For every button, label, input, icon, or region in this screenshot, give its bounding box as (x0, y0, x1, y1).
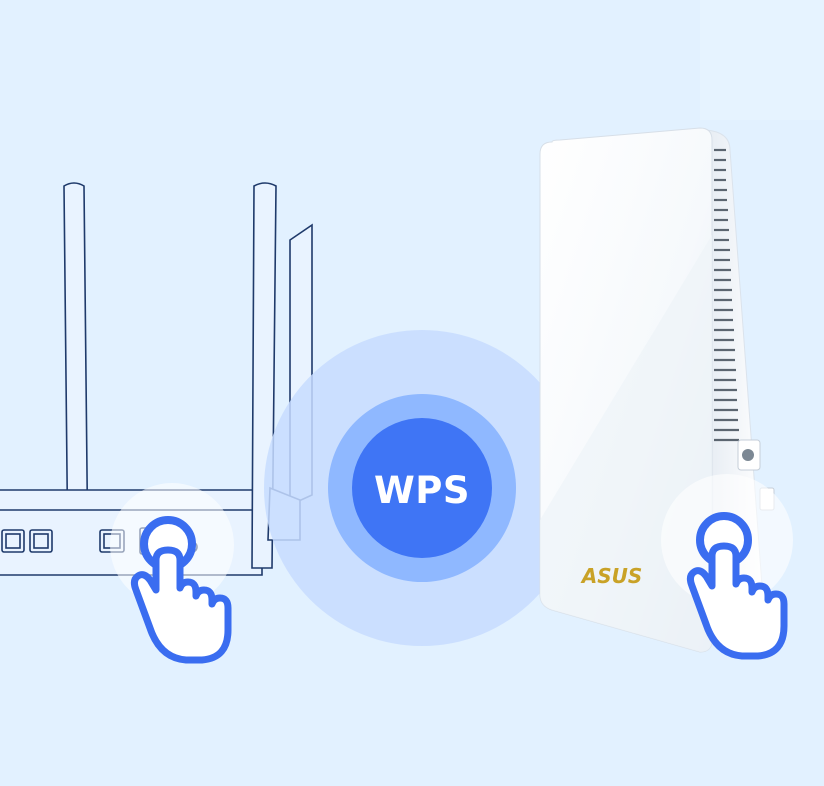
background-panel (700, 0, 824, 120)
wps-button-bg (352, 418, 492, 558)
pointing-hand-icon (130, 516, 232, 664)
asus-logo: ASUS (580, 564, 643, 588)
wps-label: WPS (373, 468, 471, 512)
wps-button[interactable]: WPS (352, 420, 492, 560)
pointing-hand-icon (686, 512, 788, 660)
